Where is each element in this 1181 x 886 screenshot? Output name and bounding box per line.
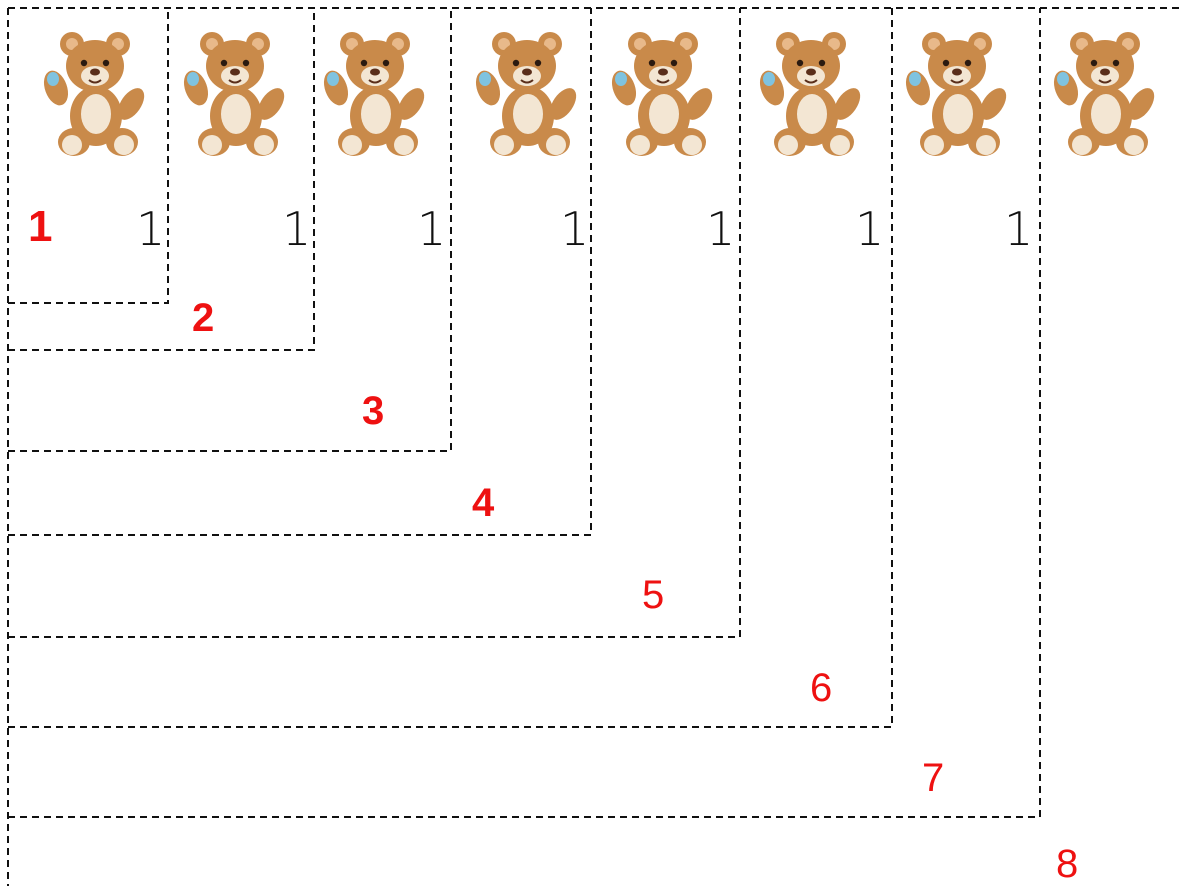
teddy-bear-icon — [468, 28, 588, 158]
group-label-8: 8 — [1056, 844, 1078, 884]
teddy-bear-icon — [1046, 28, 1166, 158]
bear-count-label: 1 — [136, 206, 165, 252]
teddy-bear-icon — [604, 28, 724, 158]
bear-count-label: 1 — [282, 206, 311, 252]
teddy-bear-icon — [36, 28, 156, 158]
teddy-bear-icon — [176, 28, 296, 158]
bear-count-label: 1 — [855, 206, 884, 252]
teddy-bear-icon — [752, 28, 872, 158]
teddy-bear-icon — [316, 28, 436, 158]
group-label-6: 6 — [810, 668, 832, 708]
group-label-3: 3 — [362, 391, 384, 431]
group-label-4: 4 — [472, 483, 494, 523]
group-label-2: 2 — [192, 298, 214, 338]
group-label-7: 7 — [922, 758, 944, 798]
bear-count-label: 1 — [706, 206, 735, 252]
group-label-5: 5 — [642, 575, 664, 615]
bear-count-label: 1 — [1004, 206, 1033, 252]
group-label-1: 1 — [28, 205, 52, 249]
bear-count-label: 1 — [417, 206, 446, 252]
teddy-bear-icon — [898, 28, 1018, 158]
bear-count-label: 1 — [560, 206, 589, 252]
